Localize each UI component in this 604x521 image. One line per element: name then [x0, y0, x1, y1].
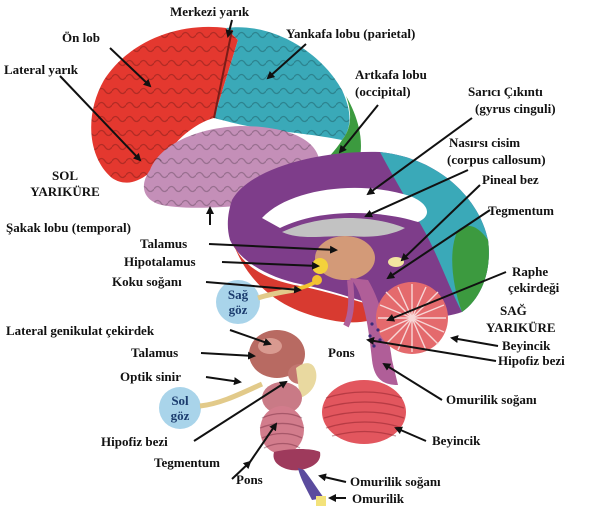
label-pons-mid: Pons — [328, 345, 355, 360]
label-raphe-nucleus-1: Raphe — [512, 264, 549, 279]
cerebellum-bottom — [322, 380, 406, 444]
label-corpus-callosum-2: (corpus callosum) — [447, 152, 546, 167]
brainstem-top — [350, 278, 398, 385]
label-corpus-callosum-1: Nasırsı cisim — [449, 135, 521, 150]
label-optic-nerve: Optik sinir — [120, 369, 182, 384]
label-lateral-sulcus: Lateral yarık — [4, 62, 79, 77]
label-spinal-cord: Omurilik — [352, 491, 405, 506]
label-tegmentum-top: Tegmentum — [488, 203, 554, 218]
label-temporal-lobe: Şakak lobu (temporal) — [6, 220, 131, 235]
thalamus-top — [315, 236, 375, 280]
tegmentum-bottom — [273, 449, 321, 471]
label-cingulate-gyrus-1: Sarıcı Çıkıntı — [468, 84, 543, 99]
label-pituitary-right: Hipofiz bezi — [498, 353, 565, 368]
label-right-eye-1: Sağ — [227, 287, 249, 302]
pointer-arrows — [59, 19, 507, 502]
pons-bottom — [260, 406, 304, 454]
label-thalamus-top: Talamus — [140, 236, 188, 251]
spinal-cord — [316, 496, 326, 506]
label-occipital-lobe-1: Artkafa lobu — [355, 67, 427, 82]
label-tegmentum-bottom: Tegmentum — [154, 455, 220, 470]
right-hemisphere-medial — [227, 151, 489, 385]
label-hypothalamus: Hipotalamus — [124, 254, 196, 269]
label-cerebellum-top: Beyincik — [502, 338, 551, 353]
pineal-gland — [388, 257, 404, 267]
label-medulla-mid: Omurilik soğanı — [446, 392, 537, 407]
label-frontal-lobe: Ön lob — [62, 30, 100, 45]
label-left-hemisphere-2: YARIKÜRE — [30, 184, 100, 199]
label-raphe-nucleus-2: çekirdeği — [508, 280, 560, 295]
label-olfactory-bulb: Koku soğanı — [112, 274, 182, 289]
label-central-sulcus: Merkezi yarık — [170, 4, 250, 19]
label-cingulate-gyrus-2: (gyrus cinguli) — [475, 101, 556, 116]
left-eye — [159, 387, 201, 429]
label-pons-bottom: Pons — [236, 472, 263, 487]
label-medulla-bottom: Omurilik soğanı — [350, 474, 441, 489]
label-pituitary-left: Hipofiz bezi — [101, 434, 168, 449]
label-thalamus-bottom: Talamus — [131, 345, 179, 360]
label-parietal-lobe: Yankafa lobu (parietal) — [286, 26, 416, 41]
optic-nerve — [199, 381, 264, 409]
label-pineal-gland: Pineal bez — [482, 172, 539, 187]
label-left-eye-1: Sol — [171, 393, 189, 408]
right-eye — [216, 280, 260, 324]
medulla-bottom — [298, 468, 324, 500]
label-cerebellum-bottom: Beyincik — [432, 433, 481, 448]
label-right-hemisphere-2: YARIKÜRE — [486, 320, 556, 335]
label-left-hemisphere-1: SOL — [51, 168, 78, 183]
label-occipital-lobe-2: (occipital) — [355, 84, 411, 99]
label-left-eye-2: göz — [170, 408, 190, 423]
label-right-hemisphere-1: SAĞ — [500, 303, 527, 318]
label-right-eye-2: göz — [228, 302, 248, 317]
label-lateral-geniculate: Lateral genikulat çekirdek — [6, 323, 155, 338]
